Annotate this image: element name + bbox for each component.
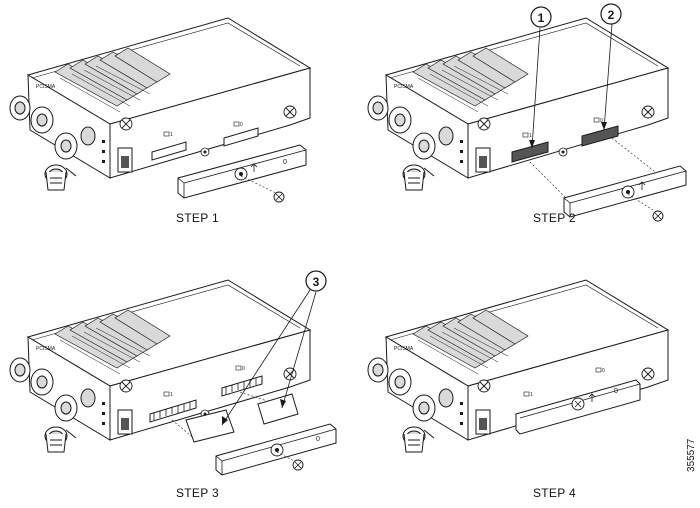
svg-text:1: 1: [170, 132, 173, 138]
callout-3-number: 3: [313, 275, 320, 289]
svg-text:1: 1: [529, 133, 532, 139]
step-3-illustration: 1 0 0 3: [9, 270, 337, 476]
svg-text:0: 0: [602, 368, 605, 374]
step-1-label: STEP 1: [176, 211, 219, 225]
callout-1-circle: [530, 6, 552, 28]
callout-2-number: 2: [608, 8, 615, 22]
callout-3-circle: [305, 270, 327, 292]
step-3-label: STEP 3: [176, 486, 219, 500]
callout-1-number: 1: [538, 11, 545, 25]
step-4-label: STEP 4: [533, 486, 576, 500]
step-4-illustration: 1 0 0: [367, 279, 669, 453]
gasket-pad: [257, 393, 299, 425]
svg-text:1: 1: [170, 392, 173, 398]
figure-id: 355577: [686, 438, 697, 472]
callout-2-circle: [600, 3, 622, 25]
svg-text:1: 1: [530, 392, 533, 398]
step-1-cover-number: 0: [283, 159, 287, 166]
svg-text:0: 0: [600, 118, 603, 124]
step-3-cover-number: 0: [316, 436, 320, 443]
step-2-label: STEP 2: [533, 211, 576, 225]
step-1-illustration: 1 0 0: [9, 17, 311, 203]
step-2-illustration: 1 0 1 2: [367, 3, 687, 222]
svg-text:0: 0: [242, 366, 245, 372]
svg-text:0: 0: [240, 122, 243, 128]
step-4-cover-number: 0: [614, 388, 618, 395]
